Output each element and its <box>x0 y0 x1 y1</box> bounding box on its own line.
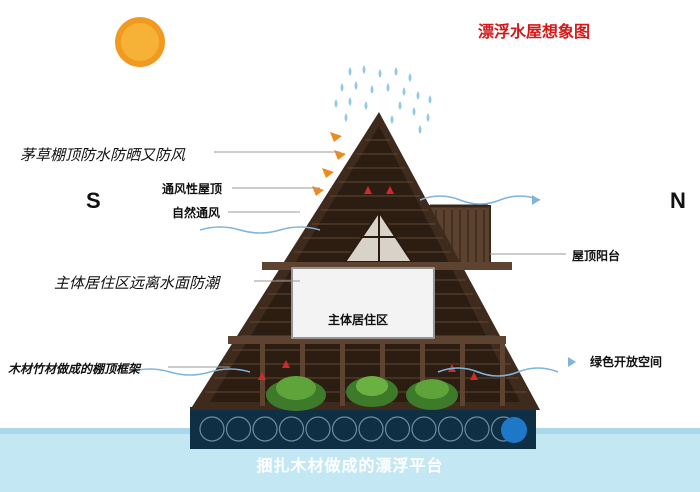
label-green-open-space: 绿色开放空间 <box>590 355 663 369</box>
green-plants <box>266 376 458 411</box>
label-platform: 捆扎木材做成的漂浮平台 <box>256 456 444 475</box>
rain-drops-icon <box>334 65 432 134</box>
diagram-title: 漂浮水屋想象图 <box>478 22 591 41</box>
label-living-area: 主体居住区 <box>328 313 389 327</box>
label-thatch-roof: 茅草棚顶防水防晒又防风 <box>20 146 186 164</box>
north-label: N <box>670 188 686 213</box>
label-living-area-above-water: 主体居住区远离水面防潮 <box>54 274 220 292</box>
label-natural-ventilation: 自然通风 <box>172 206 221 220</box>
leader-lines <box>168 151 566 368</box>
sun-icon <box>115 17 165 67</box>
south-label: S <box>86 188 101 213</box>
label-frame: 木材竹材做成的棚顶框架 <box>8 362 141 376</box>
heat-arrows <box>258 186 478 380</box>
wind-arrow-icon <box>129 195 576 377</box>
label-ventilated-roof: 通风性屋顶 <box>162 182 223 196</box>
a-frame-roof <box>190 112 540 410</box>
floating-platform <box>190 407 536 449</box>
label-roof-balcony: 屋顶阳台 <box>572 249 621 263</box>
